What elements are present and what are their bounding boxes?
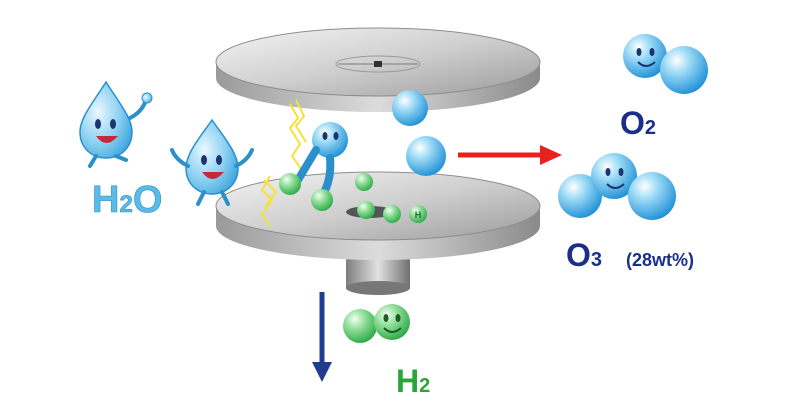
water-drop-character-right bbox=[170, 118, 254, 206]
oxygen-arrow bbox=[458, 145, 562, 165]
ozone-molecule-icon bbox=[558, 153, 676, 220]
hydrogen-arrow bbox=[312, 292, 332, 382]
hydrogen-atom-icon bbox=[357, 201, 375, 219]
ozone-label: O3 bbox=[566, 237, 602, 273]
hydrogen-atom-label: H bbox=[415, 210, 422, 220]
hydrogen-atom-icon bbox=[409, 205, 427, 223]
hydrogen-atoms-on-plate: H bbox=[355, 173, 427, 223]
splitting-water-molecule bbox=[279, 122, 348, 211]
spark-icon bbox=[260, 99, 307, 227]
oxygen-atom-icon bbox=[392, 90, 428, 126]
hydrogen-atom-icon bbox=[355, 173, 373, 191]
hydrogen-molecule-icon bbox=[343, 304, 410, 343]
hydrogen-label: H2 bbox=[396, 363, 430, 399]
ozone-concentration-note: (28wt%) bbox=[626, 250, 694, 270]
hydrogen-atom-icon bbox=[279, 173, 301, 195]
oxygen-label: O2 bbox=[620, 105, 656, 141]
top-electrode-plate bbox=[215, 27, 541, 112]
hydrogen-atom-icon bbox=[311, 189, 333, 211]
water-label: H2O bbox=[92, 179, 162, 221]
water-drop-character-left bbox=[79, 80, 153, 168]
hydrogen-atom-icon bbox=[383, 205, 401, 223]
oxygen-molecule-icon bbox=[623, 34, 708, 94]
oxygen-atom-icon bbox=[406, 136, 446, 176]
bottom-electrode-plate bbox=[215, 171, 541, 295]
